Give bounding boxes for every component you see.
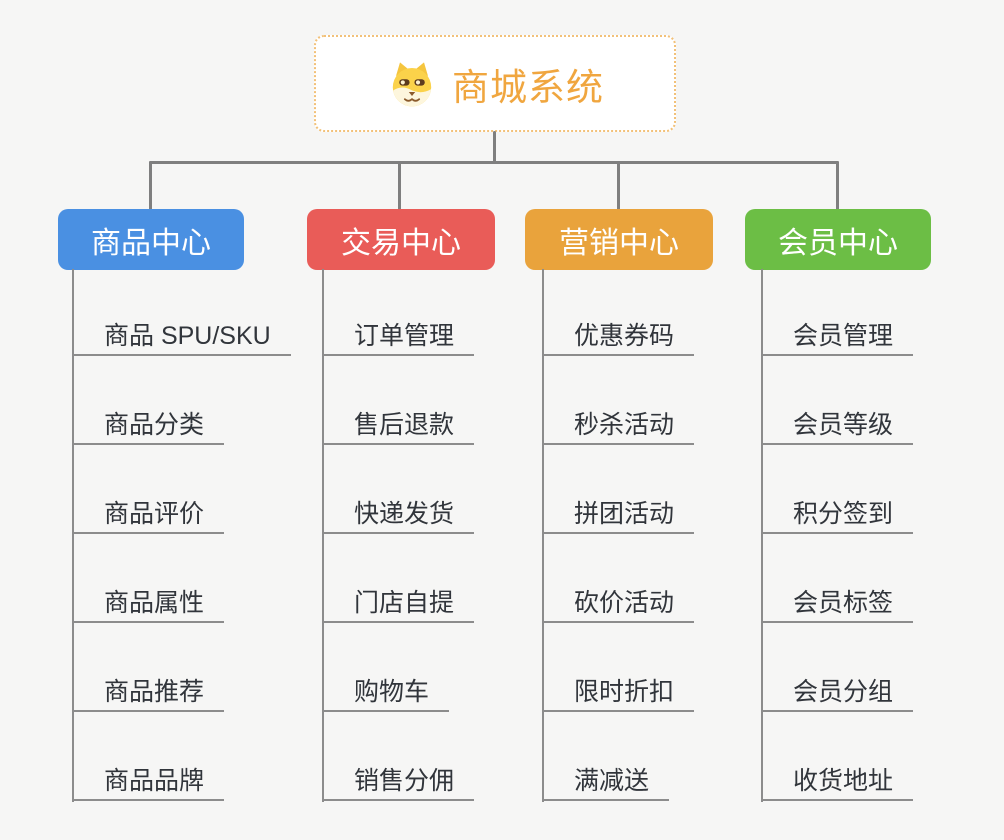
branch-spine-member [761,269,763,802]
branch-node-product-center[interactable]: 商品中心 [58,209,244,270]
connector-drop-marketing [617,161,620,211]
topic-item[interactable]: 收货地址 [761,763,914,801]
connector-drop-product [149,161,152,211]
topic-item[interactable]: 售后退款 [322,407,475,445]
topic-item[interactable]: 购物车 [322,674,450,712]
connector-drop-member [836,161,839,211]
connector-trunk [149,161,839,164]
branch-label: 营销中心 [559,226,679,260]
topic-item[interactable]: 会员标签 [761,585,914,623]
topic-item[interactable]: 拼团活动 [542,496,695,534]
topic-item[interactable]: 商品品牌 [72,763,225,801]
root-title: 商城系统 [452,66,604,108]
branch-spine-trade [322,269,324,802]
topic-item[interactable]: 商品 SPU/SKU [72,318,291,356]
dog-face-icon [386,60,438,108]
topic-item[interactable]: 会员分组 [761,674,914,712]
topic-item[interactable]: 会员管理 [761,318,914,356]
branch-label: 交易中心 [341,226,461,260]
topic-item[interactable]: 商品属性 [72,585,225,623]
topic-item[interactable]: 满减送 [542,763,670,801]
topic-item[interactable]: 积分签到 [761,496,914,534]
branch-label: 商品中心 [91,226,211,260]
topic-item[interactable]: 商品分类 [72,407,225,445]
topic-item[interactable]: 快递发货 [322,496,475,534]
topic-item[interactable]: 秒杀活动 [542,407,695,445]
branch-spine-product [72,269,74,802]
branch-node-trade-center[interactable]: 交易中心 [307,209,495,270]
topic-item[interactable]: 限时折扣 [542,674,695,712]
topic-item[interactable]: 会员等级 [761,407,914,445]
branch-spine-marketing [542,269,544,802]
root-node-mall-system[interactable]: 商城系统 [314,35,676,132]
branch-node-marketing-center[interactable]: 营销中心 [525,209,713,270]
topic-item[interactable]: 商品评价 [72,496,225,534]
topic-item[interactable]: 销售分佣 [322,763,475,801]
topic-item[interactable]: 订单管理 [322,318,475,356]
connector-drop-trade [398,161,401,211]
connector-root-stub [493,131,496,163]
topic-item[interactable]: 门店自提 [322,585,475,623]
branch-label: 会员中心 [778,226,898,260]
topic-item[interactable]: 商品推荐 [72,674,225,712]
topic-item[interactable]: 砍价活动 [542,585,695,623]
branch-node-member-center[interactable]: 会员中心 [745,209,931,270]
topic-item[interactable]: 优惠券码 [542,318,695,356]
